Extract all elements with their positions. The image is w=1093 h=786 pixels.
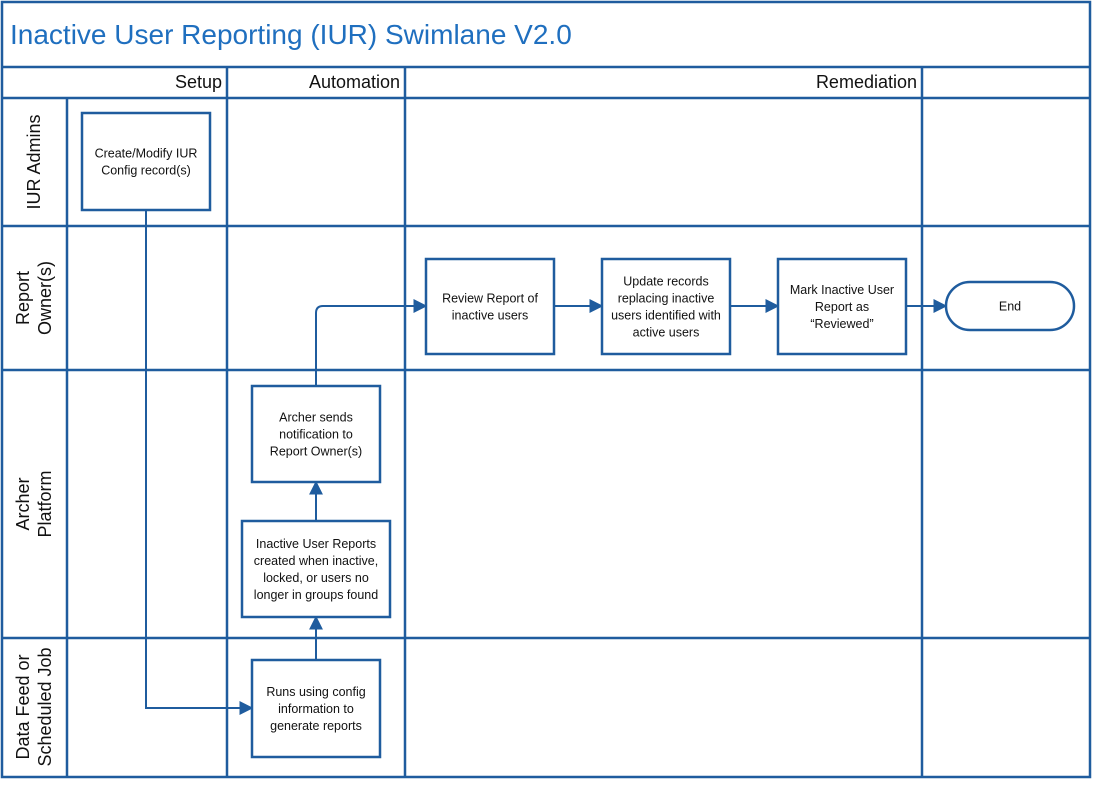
lane-label-line: Report: [13, 271, 33, 325]
process-box: [240, 519, 392, 619]
node-label-line: users identified with: [611, 309, 721, 323]
node-label-line: Config record(s): [101, 164, 191, 178]
process-box: [250, 384, 382, 484]
node-label-line: created when inactive,: [254, 554, 378, 568]
node-label-line: End: [999, 300, 1021, 314]
process-nodes: Create/Modify IUR Config record(s) Runs us…: [80, 111, 1076, 759]
process-box: [80, 111, 212, 212]
flow-arrows: [145, 210, 948, 715]
node-label-line: notification to: [279, 428, 353, 442]
node-label-line: active users: [633, 326, 700, 340]
node-label-line: Archer sends: [279, 411, 353, 425]
lane-label-line: Archer: [13, 477, 33, 530]
lane-label-line: Owner(s): [35, 261, 55, 335]
node-reports-created: Inactive User Reports created when inacti…: [240, 519, 392, 619]
node-label-line: Create/Modify IUR: [95, 147, 198, 161]
node-label-line: inactive users: [452, 309, 528, 323]
node-label-line: locked, or users no: [263, 571, 369, 585]
process-box: [776, 257, 908, 356]
node-label: Runs using config information to generate …: [266, 685, 365, 733]
terminal-shape: [944, 280, 1076, 332]
node-runs-config: Runs using config information to generate …: [250, 658, 382, 759]
node-label: End: [999, 300, 1021, 314]
node-label: Update records replacing inactive users id…: [611, 275, 721, 340]
node-label-line: information to: [278, 702, 354, 716]
node-label-line: “Reviewed”: [810, 317, 873, 331]
diagram-title: Inactive User Reporting (IUR) Swimlane V…: [10, 19, 572, 50]
phase-header-remediation: Remediation: [816, 72, 917, 92]
node-create-config: Create/Modify IUR Config record(s): [80, 111, 212, 212]
node-label: Archer sends notification to Report Owner(…: [270, 411, 362, 459]
node-label-line: Inactive User Reports: [256, 537, 376, 551]
node-label-line: Runs using config: [266, 685, 365, 699]
node-label-line: Report as: [815, 300, 869, 314]
node-label: Review Report of inactive users: [442, 292, 538, 323]
process-box: [250, 658, 382, 759]
node-label-line: longer in groups found: [254, 588, 378, 602]
phase-header-automation: Automation: [309, 72, 400, 92]
node-label-line: Update records: [623, 275, 708, 289]
node-review-report: Review Report of inactive users: [424, 257, 556, 356]
phase-headers: Setup Automation Remediation: [175, 72, 917, 92]
arrow-archer-sends-to-review-report: [315, 299, 428, 386]
lane-label-line: Data Feed or: [13, 654, 33, 759]
node-label: Create/Modify IUR Config record(s): [95, 147, 198, 178]
process-box: [424, 257, 556, 356]
node-label-line: replacing inactive: [618, 292, 715, 306]
node-end: End: [944, 280, 1076, 332]
arrow-create-config-to-runs-config: [145, 210, 254, 715]
node-label-line: Review Report of: [442, 292, 538, 306]
lane-label-iur-admins: IUR Admins: [24, 114, 44, 209]
phase-header-setup: Setup: [175, 72, 222, 92]
process-box: [600, 257, 732, 356]
node-label-line: generate reports: [270, 719, 362, 733]
node-label-line: Mark Inactive User: [790, 283, 894, 297]
node-archer-sends: Archer sends notification to Report Owner(…: [250, 384, 382, 484]
node-label-line: Report Owner(s): [270, 445, 362, 459]
node-label: Inactive User Reports created when inacti…: [254, 537, 378, 602]
lane-label-line: IUR Admins: [24, 114, 44, 209]
lane-label-line: Scheduled Job: [35, 647, 55, 766]
lane-label-line: Platform: [35, 470, 55, 537]
node-update-records: Update records replacing inactive users id…: [600, 257, 732, 356]
